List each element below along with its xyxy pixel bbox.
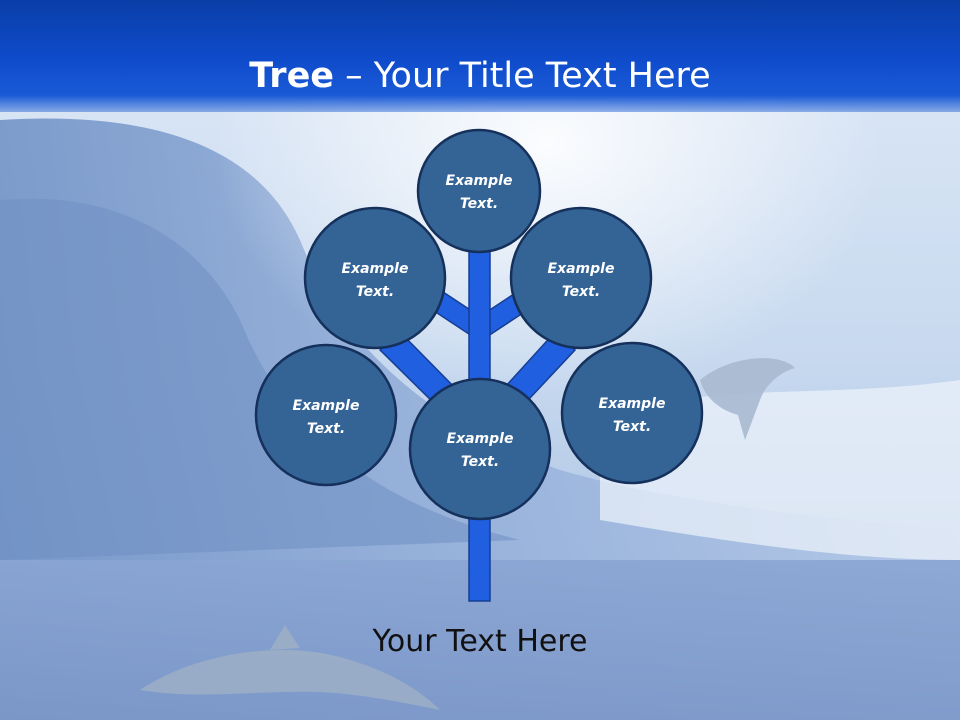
slide-title: Tree – Your Title Text Here [0, 52, 960, 100]
tree-node-5: Example Text. [560, 341, 704, 485]
title-bar [0, 0, 960, 112]
slide-title-rest: – Your Title Text Here [334, 56, 711, 96]
tree-node-2: Example Text. [303, 206, 447, 350]
tree-node-6: Example Text. [408, 377, 552, 521]
tree-node-3-line1: Example [548, 261, 615, 277]
tree-node-4-line2: Text. [307, 421, 345, 437]
tree-node-1-line1: Example [446, 173, 513, 189]
tree-node-6-line2: Text. [461, 454, 499, 470]
tree-node-5-line2: Text. [613, 419, 651, 435]
tree-node-1: Example Text. [416, 128, 542, 254]
tree-node-1-line2: Text. [460, 196, 498, 212]
tree-node-2-line1: Example [342, 261, 409, 277]
slide-title-bold: Tree [249, 56, 335, 96]
tree-node-4-line1: Example [293, 398, 360, 414]
tree-node-4: Example Text. [254, 343, 398, 487]
tree-node-3: Example Text. [509, 206, 653, 350]
tree-node-2-line2: Text. [356, 284, 394, 300]
tree-node-5-line1: Example [599, 396, 666, 412]
tree-node-6-line1: Example [447, 431, 514, 447]
footer-text: Your Text Here [372, 624, 588, 659]
tree-node-3-line2: Text. [562, 284, 600, 300]
